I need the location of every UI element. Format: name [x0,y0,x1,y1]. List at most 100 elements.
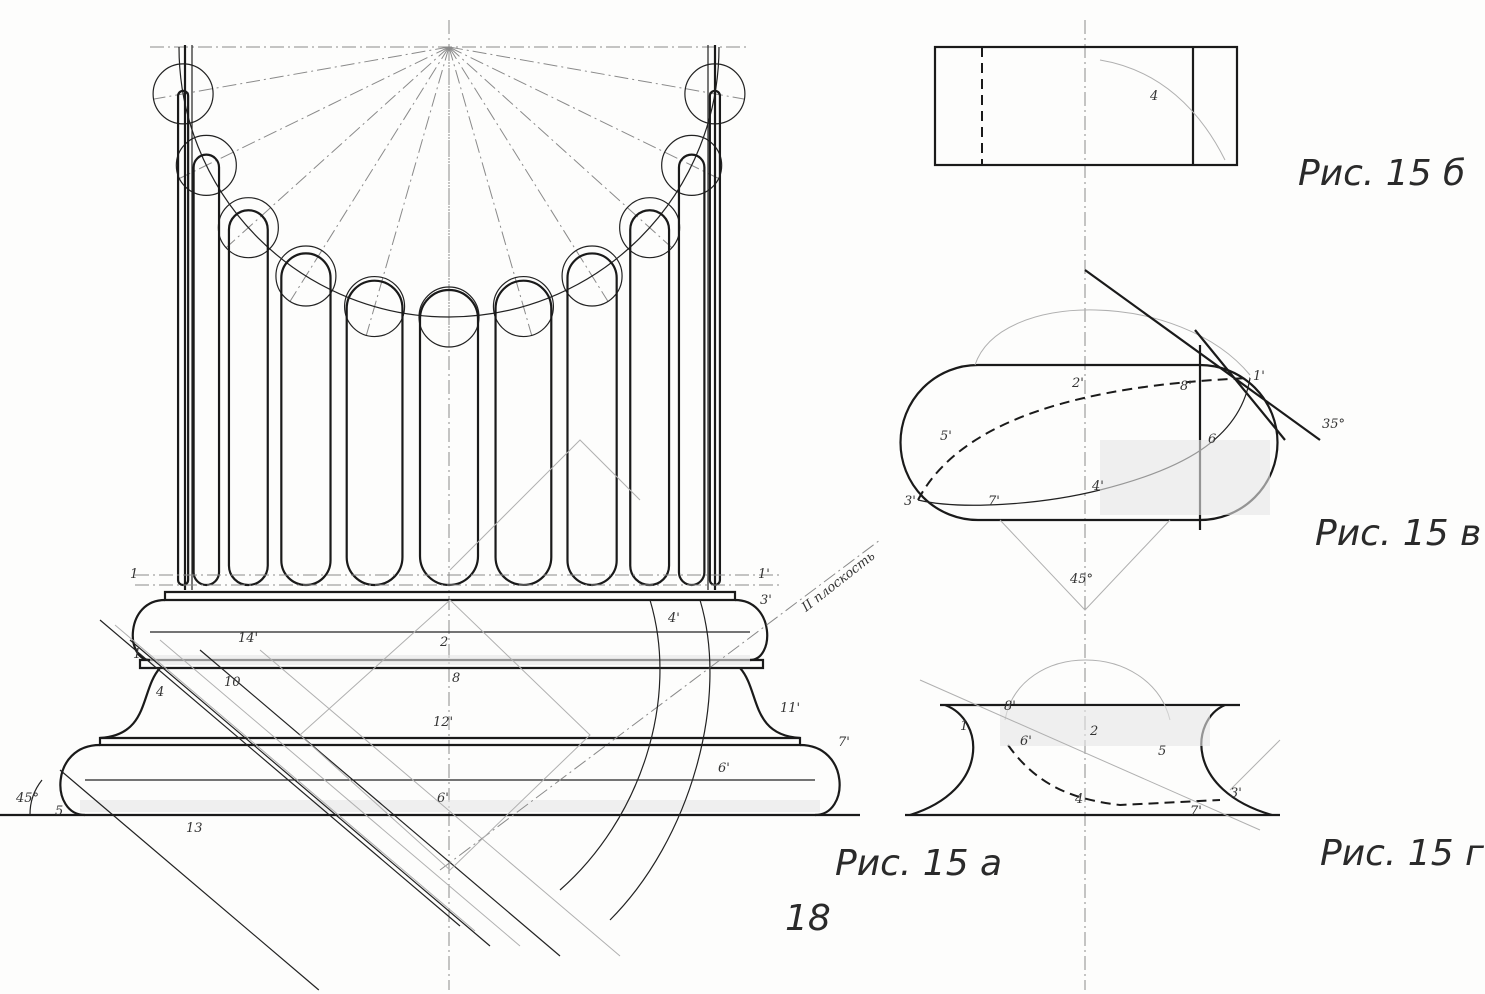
label: 1' [758,567,770,582]
construction-ray [225,46,450,249]
construction-ray [448,46,609,302]
45deg-line [99,619,461,927]
flute [494,279,553,587]
label: 7' [1190,804,1202,819]
flute-scallop [492,275,555,338]
45deg-line [114,624,476,932]
label: 6' [1020,734,1032,749]
flute [280,252,332,587]
construction-semicircle [974,309,1251,376]
construction-wedge [449,439,641,571]
caption-fig-15v: Рис. 15 в [1315,513,1481,554]
caption-fig-15a: Рис. 15 а [835,843,1002,884]
label: 5 [1158,744,1166,759]
upper-fillet [163,590,737,602]
45deg-line [199,649,561,957]
scotia [99,667,801,740]
shadow-curve [1007,744,1221,807]
flute [227,209,269,587]
diagonal [1229,739,1281,791]
shadow-area [1100,440,1270,515]
construction-ray [179,46,450,179]
flute [708,89,722,587]
label: 3' [760,593,772,608]
fig-15g: 8' 6' 1 2 5 4 7' 3' Рис. 15 г [905,659,1485,874]
upper-torus [131,598,769,662]
label: 12' [433,715,453,730]
flute [176,89,190,587]
label-45deg: 45° [15,791,39,806]
lower-fillet [98,736,802,747]
label: 10 [224,675,241,690]
rect-outline [933,45,1239,167]
label: 4' [1091,479,1104,494]
label: 2' [1071,376,1084,391]
label: 8 [452,671,460,686]
flute-scallop [175,134,237,196]
label: 1 [133,647,141,662]
flute-scallop [275,245,337,307]
fig-15v: 2' 8' 1' 3' 6 5' 7' 4' 45° 35° Рис. 15 в [899,269,1481,611]
construction-ray [289,46,450,302]
label: 5 [55,804,63,819]
label-plane-II: II плоскость [798,549,878,616]
label: 2 [1089,724,1098,739]
label: 8' [1004,699,1016,714]
label-45deg: 45° [1069,572,1093,587]
45deg-line [159,639,521,947]
label: 4' [667,611,680,626]
label: 6' [718,761,730,776]
label: 4 [155,685,164,700]
flute [418,288,480,587]
label: 6 [1208,432,1216,447]
plane-trace-line [439,539,881,871]
construction-ray [448,46,745,100]
label: 7' [838,735,850,750]
label: 1' [1253,369,1265,384]
label: 4 [1149,89,1158,104]
label: 1 [130,567,138,582]
label: 1 [960,719,968,734]
label: 5' [940,429,952,444]
left-concave-profile [909,703,975,817]
construction-ray [365,46,450,336]
construction-arc [1099,59,1226,161]
label: 8' [1180,379,1192,394]
page-number: 18 [785,898,831,939]
construction-arc [1004,659,1171,721]
label: 4 [1074,792,1083,807]
right-concave-profile [1200,703,1273,817]
caption-fig-15g: Рис. 15 г [1320,833,1485,874]
flute [192,153,221,587]
flute-scallop [561,245,623,307]
label: 7' [988,494,1000,509]
shadow-curve-upper [917,377,1251,501]
lower-shadow [80,800,820,812]
label-35deg: 35° [1322,417,1345,432]
label: 13 [186,821,203,836]
45deg-construction [999,519,1171,611]
caption-fig-15b: Рис. 15 б [1298,153,1465,194]
shadow-band [150,655,750,665]
construction-ray [448,46,719,179]
construction-ray [153,46,450,100]
label: 2 [439,635,448,650]
flute [566,252,618,587]
45deg-line [259,649,621,957]
tangent-line-1 [1084,269,1321,441]
label: 3' [1230,786,1242,801]
label: 6' [437,791,449,806]
label: 3' [904,494,916,509]
shadow-curves [559,599,711,921]
column-flutes [176,89,722,587]
radial-construction-rays [153,46,745,347]
45deg-line [59,769,320,991]
shadow-construction-lines [59,619,621,991]
label: 11' [780,701,800,716]
angle-arc-45 [29,779,43,816]
flute-scallop [661,134,723,196]
flute [677,153,706,587]
shadow-area [1000,706,1210,746]
